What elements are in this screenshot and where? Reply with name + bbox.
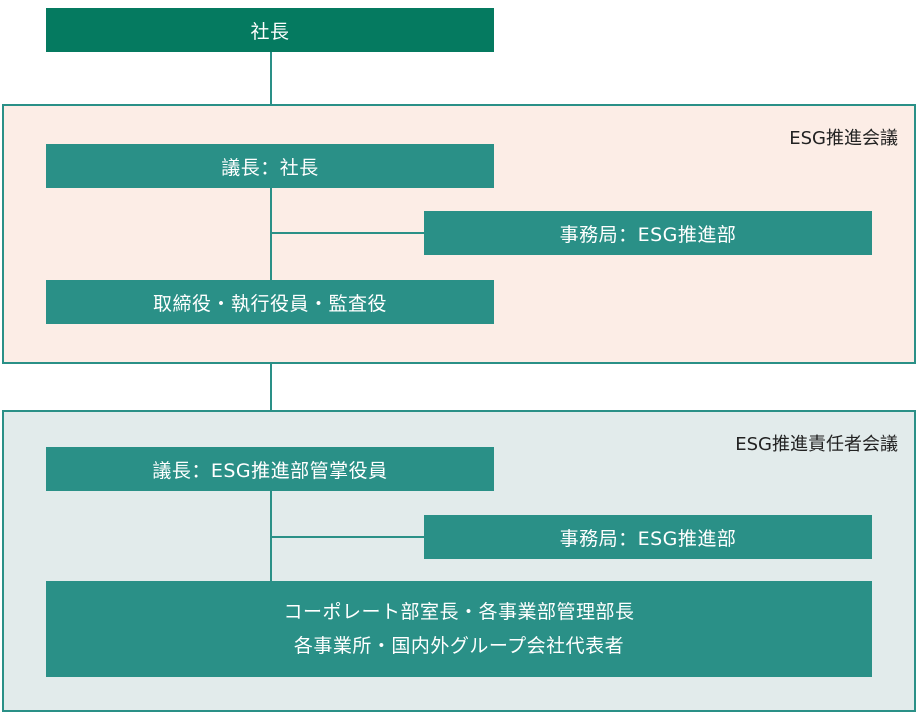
esg-council-members-label: 取締役・執行役員・監査役	[152, 292, 387, 315]
connector-between-councils	[270, 364, 272, 410]
esg-responsible-secretariat-label: 事務局：ESG推進部	[559, 527, 737, 550]
esg-council-secretariat-box: 事務局：ESG推進部	[424, 211, 872, 255]
president-box: 社長	[46, 8, 494, 52]
esg-council-chair-box: 議長：社長	[46, 144, 494, 188]
esg-responsible-chair-label: 議長：ESG推進部管掌役員	[152, 459, 388, 482]
esg-responsible-secretariat-box: 事務局：ESG推進部	[424, 515, 872, 559]
esg-responsible-members-line1: コーポレート部室長・各事業部管理部長	[283, 601, 635, 623]
esg-responsible-members-line2: 各事業所・国内外グループ会社代表者	[293, 635, 625, 657]
connector-president-to-council	[270, 52, 272, 104]
council-vertical-connector	[270, 188, 272, 280]
esg-responsible-council-title: ESG推進責任者会議	[735, 434, 898, 455]
esg-council-secretariat-label: 事務局：ESG推進部	[559, 223, 737, 246]
esg-council-members-box: 取締役・執行役員・監査役	[46, 280, 494, 324]
council-secretariat-connector	[270, 232, 424, 234]
esg-responsible-chair-box: 議長：ESG推進部管掌役員	[46, 447, 494, 491]
president-label: 社長	[250, 20, 290, 43]
esg-council-title: ESG推進会議	[789, 128, 898, 149]
esg-council-chair-label: 議長：社長	[221, 156, 319, 179]
esg-responsible-members-box: コーポレート部室長・各事業部管理部長 各事業所・国内外グループ会社代表者	[46, 581, 872, 677]
responsible-secretariat-connector	[270, 536, 424, 538]
